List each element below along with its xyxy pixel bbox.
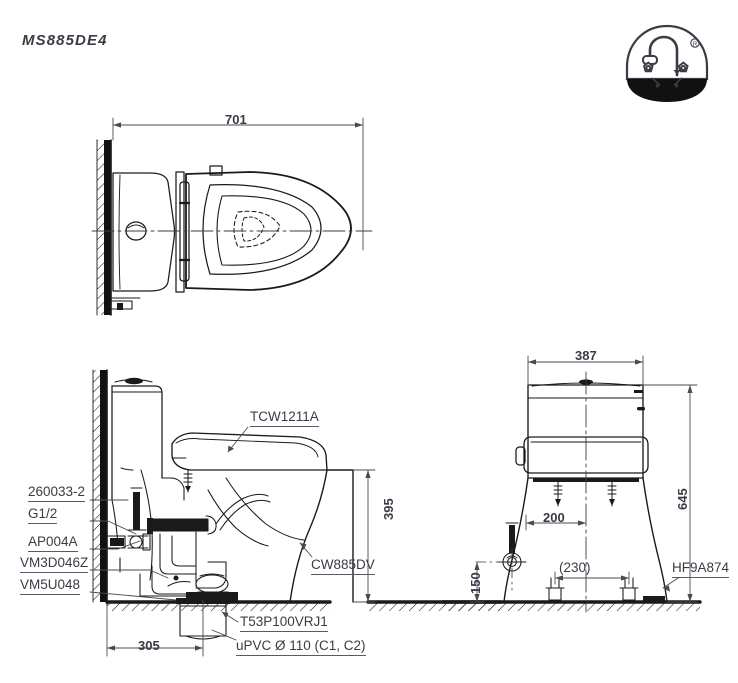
callout-drain-pipe: uPVC Ø 110 (C1, C2) <box>236 639 366 656</box>
dimension-overall-height: 645 <box>675 488 690 510</box>
callout-bowl-model: CW885DV <box>311 558 375 575</box>
callout-supply-valve: HF9A874 <box>672 561 730 578</box>
water-drop-faucet-flower-icon: R <box>625 24 709 102</box>
page-title: MS885DE4 <box>22 32 108 49</box>
dimension-bolt-spacing: 200 <box>543 510 565 525</box>
dimension-bowl-height: 395 <box>381 498 396 520</box>
callout-flange-kit: T53P100VRJ1 <box>240 615 328 632</box>
callout-connector-b: VM5U048 <box>20 578 81 595</box>
svg-text:R: R <box>693 42 698 48</box>
dimension-supply-height: 150 <box>468 572 483 594</box>
dimension-overall-depth: 701 <box>225 112 247 127</box>
callout-washlet-seat: TCW1211A <box>250 410 319 427</box>
dimension-reference-width: (230) <box>559 560 591 575</box>
callout-connector-a: VM3D046Z <box>20 556 89 573</box>
callout-supply-hose: 260033-2 <box>28 485 86 502</box>
callout-angle-valve: AP004A <box>28 535 78 552</box>
callout-thread-size: G1/2 <box>28 507 58 524</box>
dimension-overall-width: 387 <box>575 348 597 363</box>
top-view-geometry <box>91 117 373 316</box>
dimension-rough-in: 305 <box>138 638 160 653</box>
